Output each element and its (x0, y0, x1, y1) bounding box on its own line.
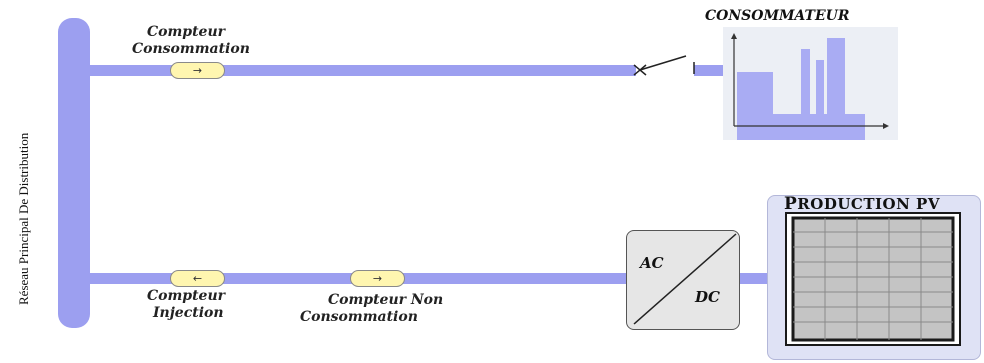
consumption-meter-label-line1: Compteur (147, 24, 226, 40)
consumption-meter-label-line2: Consommation (132, 41, 250, 57)
load-bar (824, 114, 827, 140)
consumer-title: CONSOMMATEUR (705, 8, 850, 24)
pv-title: PRODUCTION PV (784, 194, 940, 214)
arrow-right-icon: → (192, 64, 203, 77)
load-bar (845, 114, 865, 140)
load-bar (810, 114, 816, 140)
load-bar (737, 72, 773, 140)
consumer-load-chart (731, 33, 889, 140)
distribution-bus (58, 18, 90, 328)
arrow-right-icon: → (372, 272, 383, 285)
x-axis-arrow-icon (883, 123, 889, 129)
pv-title-initial: P (784, 194, 798, 214)
pv-dc-line (738, 273, 770, 284)
inverter-dc-label: DC (695, 288, 720, 306)
non-consumption-meter-label-line1: Compteur Non (328, 292, 444, 308)
switch-icon (633, 55, 695, 76)
consumption-meter: → (170, 62, 225, 79)
bus-label-text: Réseau Principal De Distribution (16, 132, 31, 305)
pv-module-icon (785, 212, 961, 346)
injection-meter-label-line1: Compteur (147, 288, 226, 304)
injection-meter-label-line2: Injection (153, 305, 224, 321)
inverter-diagonal (633, 233, 737, 325)
load-bar (773, 114, 801, 140)
arrow-left-icon: ← (192, 272, 203, 285)
inverter-ac-label: AC (640, 254, 664, 272)
load-bar (827, 38, 845, 140)
bus-label: Réseau Principal De Distribution (4, 60, 40, 310)
non-consumption-meter-label-line2: Consommation (300, 309, 418, 325)
y-axis-arrow-icon (731, 33, 737, 39)
non-consumption-meter: → (350, 270, 405, 287)
load-bar (801, 49, 810, 140)
consumer-feeder-line (88, 65, 636, 76)
load-bar (816, 60, 824, 140)
injection-meter: ← (170, 270, 225, 287)
consumer-feeder-line-end (694, 65, 724, 76)
pv-title-rest: RODUCTION PV (797, 195, 940, 213)
